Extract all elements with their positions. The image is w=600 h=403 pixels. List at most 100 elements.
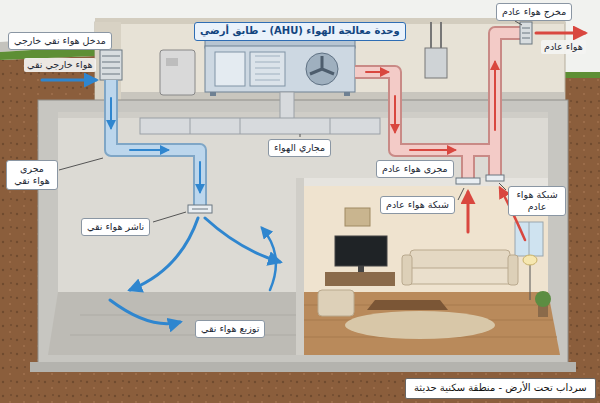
living-room-part bbox=[530, 262, 531, 300]
living-room-part bbox=[535, 291, 551, 307]
airflow-arrows bbox=[42, 33, 585, 324]
duct-callout: مجرى هواء عادم bbox=[376, 160, 454, 178]
leader-lines bbox=[59, 21, 522, 222]
equipment-part bbox=[440, 22, 442, 48]
airflow-arrows-part bbox=[394, 96, 396, 132]
supply-ductwork-part bbox=[102, 74, 120, 75]
airflow-arrows-part bbox=[410, 149, 455, 151]
living-room-part bbox=[358, 266, 364, 272]
equipment-part bbox=[255, 74, 280, 75]
exhaust-ductwork-part bbox=[486, 175, 504, 181]
exhaust-ductwork-part bbox=[461, 150, 475, 178]
living-room-part bbox=[335, 236, 387, 266]
exhaust-ductwork-part bbox=[495, 33, 520, 175]
intake-callout: مدخل هواء نقي خارجي bbox=[8, 32, 112, 50]
callout-text: شبكة هواء عادم bbox=[386, 199, 449, 211]
supply-ductwork-part bbox=[102, 56, 120, 57]
equipment-part bbox=[255, 56, 280, 57]
airflow-arrows-part bbox=[536, 32, 585, 35]
equipment-part bbox=[166, 58, 178, 66]
equipment-part bbox=[210, 92, 216, 96]
exhaust-ductwork-part bbox=[355, 72, 495, 150]
supply-ductwork-part bbox=[102, 62, 120, 63]
callout-text: مدخل هواء نقي خارجي bbox=[14, 35, 106, 47]
supply-ductwork-part bbox=[192, 209, 208, 210]
airflow-arrows-part bbox=[110, 300, 180, 324]
duct-callout: مجاري الهواء bbox=[268, 139, 331, 157]
flow-callout: توزيع هواء نقي bbox=[195, 320, 265, 338]
airflow-arrows-part bbox=[262, 228, 276, 290]
callout-text: توزيع هواء نقي bbox=[201, 323, 259, 335]
supply-ductwork-part bbox=[140, 118, 380, 134]
grille-callout: شبكة هواء عادم bbox=[508, 186, 566, 216]
callout-text: مجرى هواء نقي bbox=[12, 163, 52, 187]
equipment-part bbox=[255, 68, 280, 69]
leader-lines-part bbox=[300, 134, 301, 137]
supply-ductwork-part bbox=[330, 118, 331, 134]
leader-lines-part bbox=[515, 21, 522, 25]
living-room-part bbox=[318, 290, 354, 316]
equipment-part bbox=[306, 53, 338, 85]
supply-ductwork-part bbox=[240, 118, 241, 134]
equipment-part bbox=[255, 62, 280, 63]
living-room-part bbox=[367, 300, 448, 310]
living-room-part bbox=[300, 178, 548, 186]
diffuser-callout: ناشر هواء نقي bbox=[81, 218, 150, 236]
exhaust-ductwork-part bbox=[456, 178, 480, 184]
supply-ductwork bbox=[100, 50, 380, 213]
equipment-part bbox=[310, 56, 334, 74]
exhaust-ductwork-part bbox=[522, 38, 530, 39]
leader-lines-part bbox=[59, 158, 103, 170]
ground-part bbox=[0, 56, 600, 403]
exhaust-ductwork-part bbox=[463, 150, 473, 178]
callout-text: شبكة هواء عادم bbox=[514, 189, 560, 213]
equipment-part bbox=[255, 80, 280, 81]
supply-ductwork-part bbox=[102, 68, 120, 69]
callout-text: وحدة معالجة الهواء (AHU) - طابق أرضي bbox=[200, 25, 400, 38]
living-room-part bbox=[325, 272, 395, 286]
equipment-part bbox=[250, 52, 285, 86]
outlet-callout: مخرج هواء عادم bbox=[496, 3, 572, 21]
supply-ductwork-part bbox=[100, 50, 122, 80]
callout-text: مجاري الهواء bbox=[274, 142, 325, 154]
airflow-arrows-part bbox=[110, 98, 112, 128]
equipment-part bbox=[344, 92, 350, 96]
ground-part bbox=[565, 72, 600, 78]
exhaust-ductwork-part bbox=[522, 28, 530, 29]
duct-callout: مجرى هواء نقي bbox=[6, 160, 58, 190]
airflow-arrows-part bbox=[494, 62, 496, 130]
equipment-part bbox=[425, 48, 447, 78]
living-room-part bbox=[296, 178, 304, 355]
airflow-arrows-part bbox=[467, 192, 470, 232]
caption-box: سرداب تحت الأرض - منطقة سكنية حديثة bbox=[405, 378, 596, 399]
leader-lines-part bbox=[458, 188, 464, 200]
equipment-part bbox=[160, 50, 195, 95]
living-room-part bbox=[405, 268, 515, 284]
supply-ductwork-part bbox=[188, 205, 212, 213]
airflow-arrows-part bbox=[366, 71, 388, 73]
living-room-part bbox=[508, 255, 518, 285]
exhaust-ductwork bbox=[355, 22, 532, 184]
leader-lines-part bbox=[499, 183, 506, 190]
airflow-arrows-part bbox=[130, 149, 168, 151]
basement-structure-part bbox=[30, 362, 576, 372]
airflow-arrows-part bbox=[42, 79, 96, 82]
flow-label: هواء عادم bbox=[541, 40, 586, 54]
supply-ductwork-part bbox=[190, 118, 191, 134]
equipment-part bbox=[430, 22, 432, 48]
leader-lines-part bbox=[153, 212, 186, 222]
equipment bbox=[160, 22, 447, 96]
basement-structure-part bbox=[80, 315, 300, 316]
callout-text: مخرج هواء عادم bbox=[502, 6, 566, 18]
equipment-part bbox=[205, 46, 355, 92]
grille-callout: شبكة هواء عادم bbox=[380, 196, 455, 214]
unit-callout: وحدة معالجة الهواء (AHU) - طابق أرضي bbox=[194, 22, 406, 41]
basement-structure-part bbox=[48, 292, 300, 355]
equipment-part bbox=[215, 52, 245, 86]
flow-label: هواء خارجي نقي bbox=[24, 58, 96, 72]
basement-structure-part bbox=[70, 335, 300, 336]
exhaust-ductwork-part bbox=[495, 33, 520, 175]
